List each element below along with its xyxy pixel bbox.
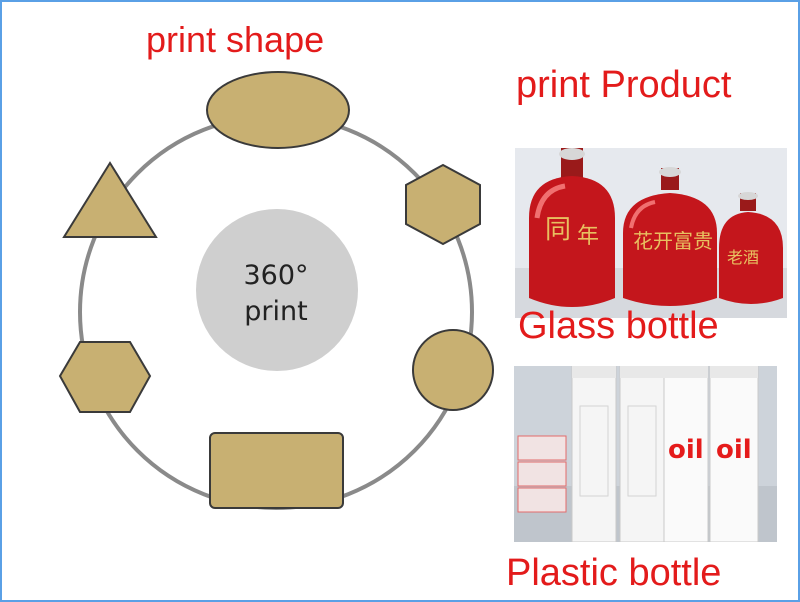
print-shape-title: print shape (146, 19, 325, 60)
hexagon-shape-left (58, 341, 152, 413)
glass-bottle-label: Glass bottle (518, 305, 719, 347)
glass-bottles-image: 同 年 花开富贵 老酒 (515, 148, 787, 318)
svg-text:oil: oil (668, 435, 704, 465)
rectangle-shape (209, 432, 344, 509)
svg-text:花开富贵: 花开富贵 (633, 229, 713, 253)
plastic-bottles-image: oil oil (514, 366, 777, 542)
svg-text:同: 同 (545, 215, 571, 245)
hexagon-shape-right (405, 163, 481, 246)
center-label-line1: 360° (243, 260, 309, 291)
triangle-shape (62, 161, 158, 238)
center-circle (196, 209, 358, 371)
svg-text:老酒: 老酒 (727, 248, 759, 267)
svg-text:年: 年 (577, 224, 599, 249)
svg-text:oil: oil (716, 435, 752, 465)
circle-shape (412, 329, 494, 411)
plastic-bottle-photo: oil oil (514, 366, 777, 542)
print-product-title: print Product (516, 64, 732, 106)
ellipse-shape (206, 71, 350, 149)
plastic-bottle-label: Plastic bottle (506, 552, 722, 594)
center-label: 360° print (196, 258, 356, 330)
center-label-line2: print (244, 296, 308, 327)
glass-bottle-photo: 同 年 花开富贵 老酒 (515, 148, 787, 318)
